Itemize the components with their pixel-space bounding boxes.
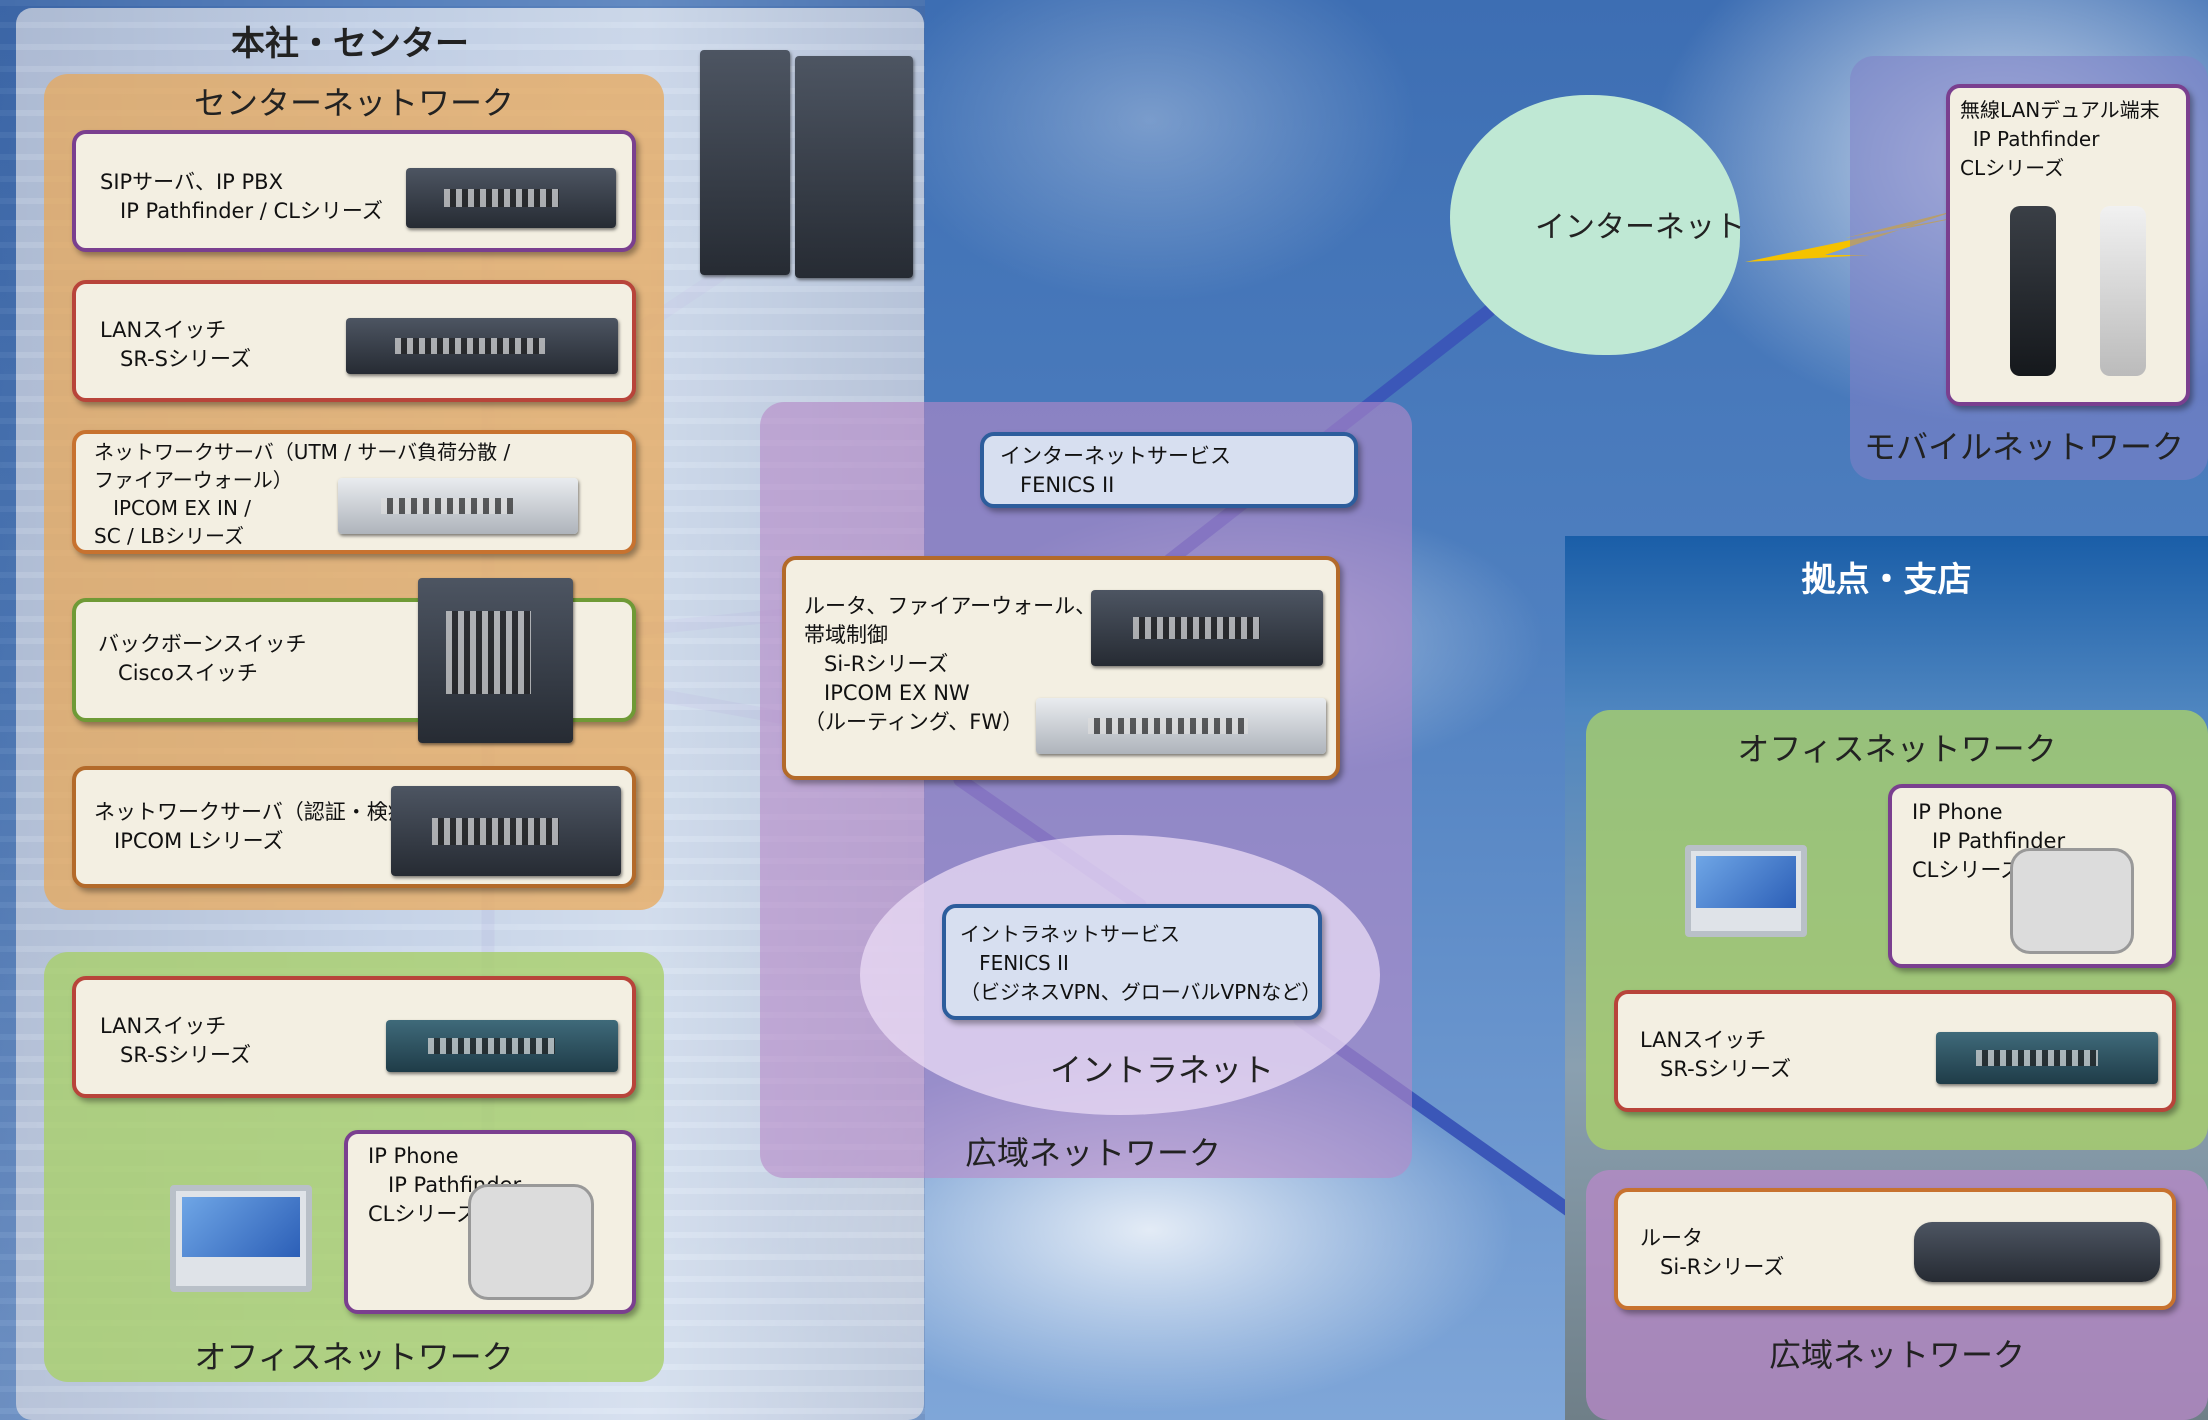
mobile-phone-white-icon bbox=[2100, 206, 2146, 376]
intranet-service-card: イントラネットサービス FENICS II （ビジネスVPN、グローバルVPNな… bbox=[942, 904, 1322, 1020]
lan-switch-icon bbox=[346, 318, 618, 374]
intranet-label: イントラネット bbox=[1050, 1051, 1275, 1089]
lan-switch-text: LANスイッチ SR-Sシリーズ bbox=[100, 318, 251, 371]
hq-lan-switch-text: LANスイッチ SR-Sシリーズ bbox=[100, 1014, 251, 1067]
backbone-switch-text: バックボーンスイッチ Ciscoスイッチ bbox=[98, 632, 307, 685]
ipcom-l-icon bbox=[391, 786, 621, 876]
internet-label: インターネット bbox=[1535, 210, 1745, 245]
network-server-auth-card: ネットワークサーバ（認証・検疫） IPCOM Lシリーズ bbox=[72, 766, 636, 888]
internet-service-text: インターネットサービス FENICS II bbox=[1000, 444, 1231, 497]
hq-ip-phone-card: IP Phone IP Pathfinder CLシリーズ bbox=[344, 1130, 636, 1314]
network-server-utm-text: ネットワークサーバ（UTM / サーバ負荷分散 / ファイアーウォール） IPC… bbox=[94, 440, 511, 548]
branch-wan-label: 広域ネットワーク bbox=[1768, 1336, 2025, 1374]
rack-server-icon bbox=[406, 168, 616, 228]
server-rack-icon bbox=[700, 50, 790, 275]
intranet-service-text: イントラネットサービス FENICS II （ビジネスVPN、グローバルVPNな… bbox=[960, 922, 1322, 1004]
branch-lan-switch-text: LANスイッチ SR-Sシリーズ bbox=[1640, 1028, 1791, 1081]
branch-lan-switch-card: LANスイッチ SR-Sシリーズ bbox=[1614, 990, 2176, 1112]
branch-title: 拠点・支店 bbox=[1801, 560, 1972, 600]
sip-server-text: SIPサーバ、IP PBX IP Pathfinder / CLシリーズ bbox=[100, 170, 383, 223]
sip-server-card: SIPサーバ、IP PBX IP Pathfinder / CLシリーズ bbox=[72, 130, 636, 252]
mobile-phone-dark-icon bbox=[2010, 206, 2056, 376]
branch-router-card: ルータ Si-Rシリーズ bbox=[1614, 1188, 2176, 1310]
mobile-terminal-text: 無線LANデュアル端末 IP Pathfinder CLシリーズ bbox=[1960, 98, 2160, 180]
hq-ip-phone-text: IP Phone IP Pathfinder CLシリーズ bbox=[368, 1144, 522, 1226]
server-rack-icon bbox=[795, 56, 913, 278]
router-firewall-text: ルータ、ファイアーウォール、 帯域制御 Si-Rシリーズ IPCOM EX NW… bbox=[804, 594, 1097, 734]
branch-ip-phone-icon bbox=[2010, 848, 2134, 954]
router-firewall-card: ルータ、ファイアーウォール、 帯域制御 Si-Rシリーズ IPCOM EX NW… bbox=[782, 556, 1340, 780]
center-network-label: センターネットワーク bbox=[193, 84, 514, 122]
ipcom-ex-nw-icon bbox=[1036, 698, 1326, 754]
internet-service-card: インターネットサービス FENICS II bbox=[980, 432, 1358, 508]
wan-label: 広域ネットワーク bbox=[965, 1134, 1222, 1172]
ip-phone-icon bbox=[468, 1184, 594, 1300]
hq-title: 本社・センター bbox=[231, 24, 469, 64]
sr-s-switch-icon bbox=[386, 1020, 618, 1072]
internet-cloud bbox=[1450, 95, 1740, 355]
mobile-network-label: モバイルネットワーク bbox=[1864, 428, 2185, 466]
hq-lan-switch-card: LANスイッチ SR-Sシリーズ bbox=[72, 976, 636, 1098]
hq-office-network-label: オフィスネットワーク bbox=[194, 1338, 514, 1376]
branch-ip-phone-text: IP Phone IP Pathfinder CLシリーズ bbox=[1912, 800, 2066, 882]
branch-router-icon bbox=[1914, 1222, 2160, 1282]
network-server-auth-text: ネットワークサーバ（認証・検疫） IPCOM Lシリーズ bbox=[94, 800, 430, 853]
mobile-terminal-card: 無線LANデュアル端末 IP Pathfinder CLシリーズ bbox=[1946, 84, 2190, 406]
ipcom-ex-icon bbox=[338, 478, 578, 534]
desktop-pc-icon bbox=[170, 1185, 312, 1292]
branch-office-network-label: オフィスネットワーク bbox=[1737, 730, 2057, 768]
lan-switch-card: LANスイッチ SR-Sシリーズ bbox=[72, 280, 636, 402]
cisco-switch-icon bbox=[418, 578, 573, 743]
network-server-utm-card: ネットワークサーバ（UTM / サーバ負荷分散 / ファイアーウォール） IPC… bbox=[72, 430, 636, 554]
branch-desktop-pc-icon bbox=[1685, 845, 1807, 937]
branch-router-text: ルータ Si-Rシリーズ bbox=[1640, 1226, 1785, 1279]
branch-ip-phone-card: IP Phone IP Pathfinder CLシリーズ bbox=[1888, 784, 2176, 968]
branch-sr-s-switch-icon bbox=[1936, 1032, 2158, 1084]
si-r-router-icon bbox=[1091, 590, 1323, 666]
